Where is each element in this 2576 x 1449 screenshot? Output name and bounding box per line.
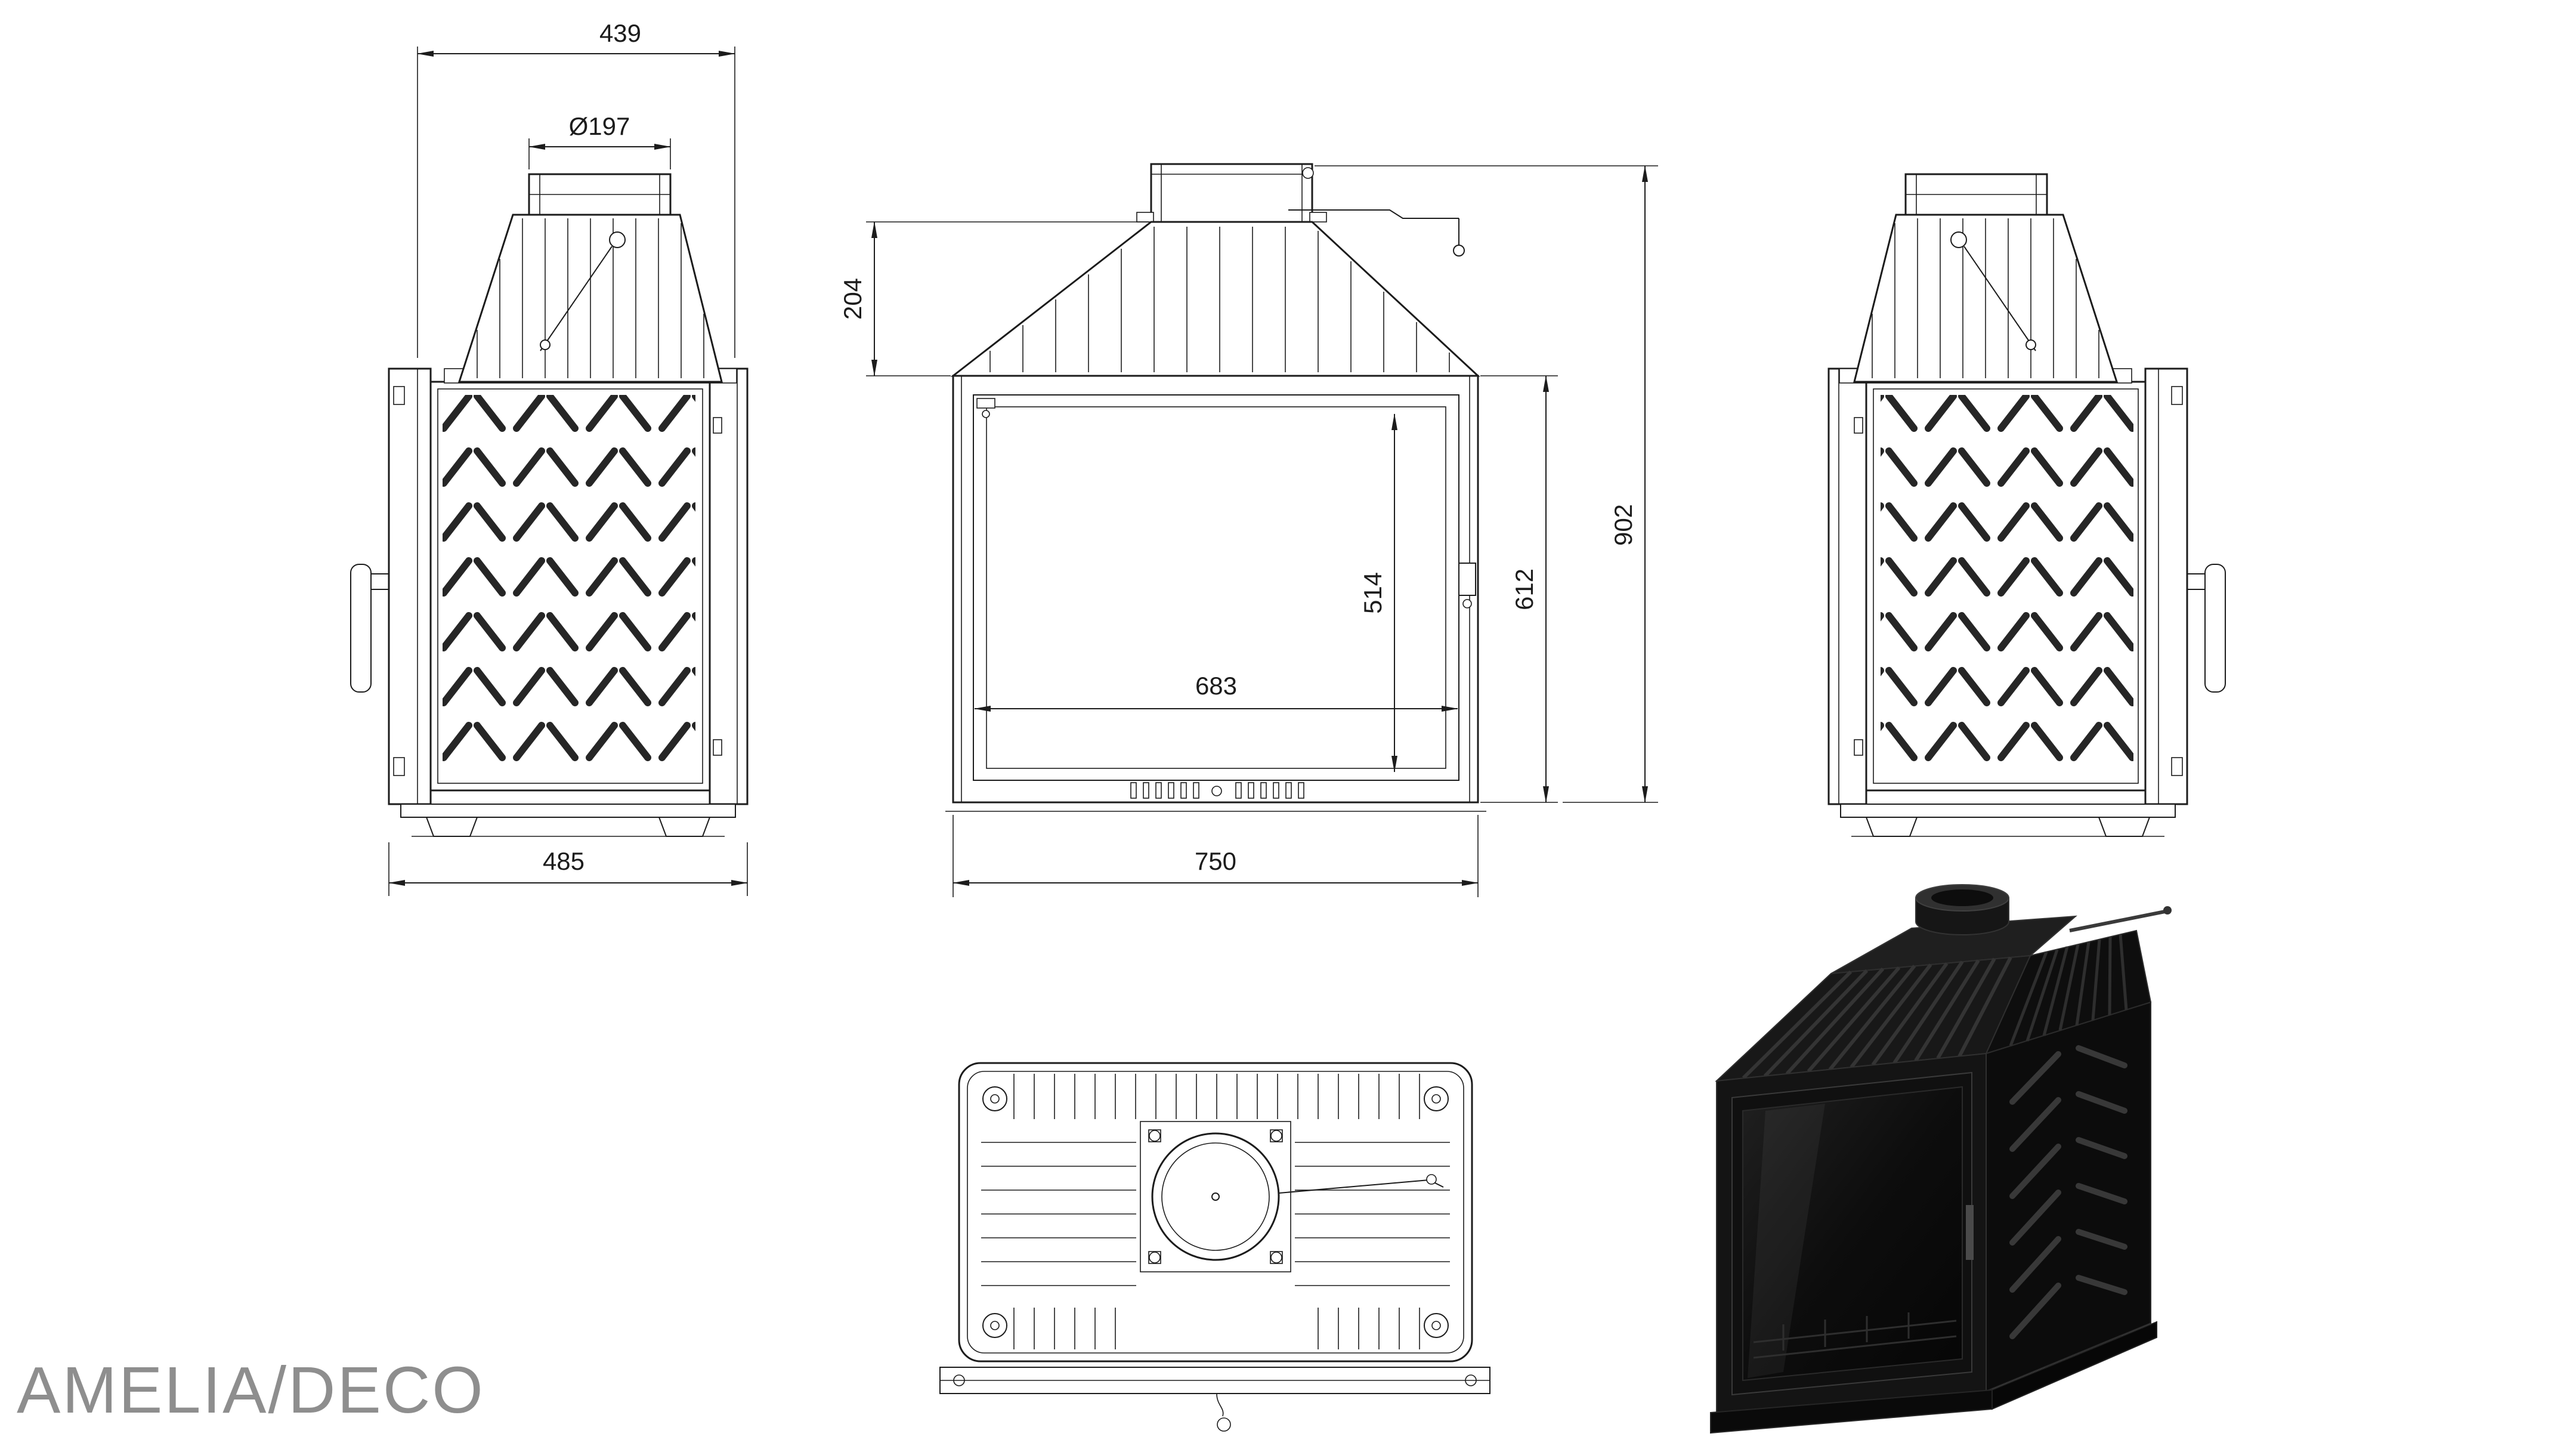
dimension-glass-width: 683 bbox=[974, 672, 1458, 712]
dimension-flue-diameter: Ø197 bbox=[528, 112, 671, 169]
dim-glass-height-label: 514 bbox=[1359, 572, 1387, 614]
side-body-chevron-panel bbox=[429, 381, 711, 792]
firebox-front bbox=[945, 375, 1486, 812]
dim-total-height-label: 902 bbox=[1609, 504, 1637, 546]
dimension-glass-height: 514 bbox=[1359, 413, 1397, 773]
side-base bbox=[400, 804, 736, 837]
base-plate-top bbox=[939, 1367, 1490, 1432]
door-glass bbox=[986, 406, 1446, 769]
isometric-render bbox=[1710, 884, 2172, 1434]
hanging-tool-hook bbox=[1216, 1393, 1224, 1417]
top-fin-comb bbox=[1013, 1074, 1420, 1119]
back-panel-side bbox=[709, 367, 749, 805]
dim-flue-diameter-label: Ø197 bbox=[569, 112, 630, 140]
dim-depth-label: 485 bbox=[543, 847, 585, 875]
damper-rod-front bbox=[1288, 209, 1465, 257]
door-top-latch bbox=[976, 398, 995, 418]
side-hood-fins bbox=[477, 218, 704, 378]
dimension-hood-height: 204 bbox=[839, 221, 1149, 376]
damper-lever-side bbox=[540, 231, 626, 351]
dimension-width: 750 bbox=[953, 815, 1479, 897]
left-side-view bbox=[350, 173, 749, 837]
flue-plate-bolts bbox=[1148, 1129, 1283, 1264]
model-title: AMELIA/DECO bbox=[17, 1354, 485, 1427]
door-handle-side bbox=[350, 564, 392, 693]
dimension-body-height: 612 bbox=[1480, 375, 1558, 803]
dim-hood-height-label: 204 bbox=[839, 278, 867, 320]
render-firebox-grate bbox=[1753, 1312, 1957, 1359]
dimension-depth: 485 bbox=[388, 842, 748, 896]
front-view bbox=[945, 163, 1486, 812]
flue-collar-side bbox=[528, 173, 672, 216]
render-side-chevrons bbox=[2009, 1045, 2127, 1339]
left-rib-lines bbox=[981, 1142, 1136, 1286]
flue-opening-top bbox=[1140, 1121, 1444, 1272]
side-hood bbox=[444, 214, 737, 384]
right-side-view bbox=[1827, 173, 2226, 838]
right-rib-lines bbox=[1295, 1142, 1450, 1286]
render-door-handle bbox=[1966, 1205, 1974, 1260]
front-hood-fins bbox=[989, 227, 1450, 372]
render-base-side bbox=[1991, 1321, 2157, 1410]
corner-screw-bosses bbox=[982, 1086, 1449, 1338]
dim-top-width-label: 439 bbox=[599, 19, 641, 47]
damper-axle-top bbox=[1278, 1174, 1444, 1194]
front-hood bbox=[950, 209, 1480, 377]
render-door-glass bbox=[1742, 1086, 1963, 1382]
dim-body-height-label: 612 bbox=[1510, 569, 1538, 610]
bottom-fin-comb bbox=[1013, 1308, 1420, 1349]
dim-width-label: 750 bbox=[1195, 847, 1236, 875]
front-door-plate-side bbox=[388, 367, 432, 805]
dim-glass-width-label: 683 bbox=[1195, 672, 1237, 700]
flue-collar-front bbox=[1136, 163, 1327, 223]
render-glass-reflection bbox=[1748, 1104, 1825, 1378]
top-view bbox=[939, 1062, 1490, 1432]
render-hood-front-fins bbox=[1742, 956, 2012, 1080]
render-flue-collar bbox=[1915, 884, 2009, 935]
render-hood-right-fins bbox=[2009, 934, 2128, 1046]
dimension-total-height: 902 bbox=[1315, 165, 1658, 803]
render-damper-rod bbox=[2069, 906, 2172, 932]
dimension-top-width: 439 bbox=[417, 19, 735, 358]
air-inlet-vents bbox=[1130, 782, 1304, 799]
door-side-latch bbox=[1458, 563, 1476, 608]
